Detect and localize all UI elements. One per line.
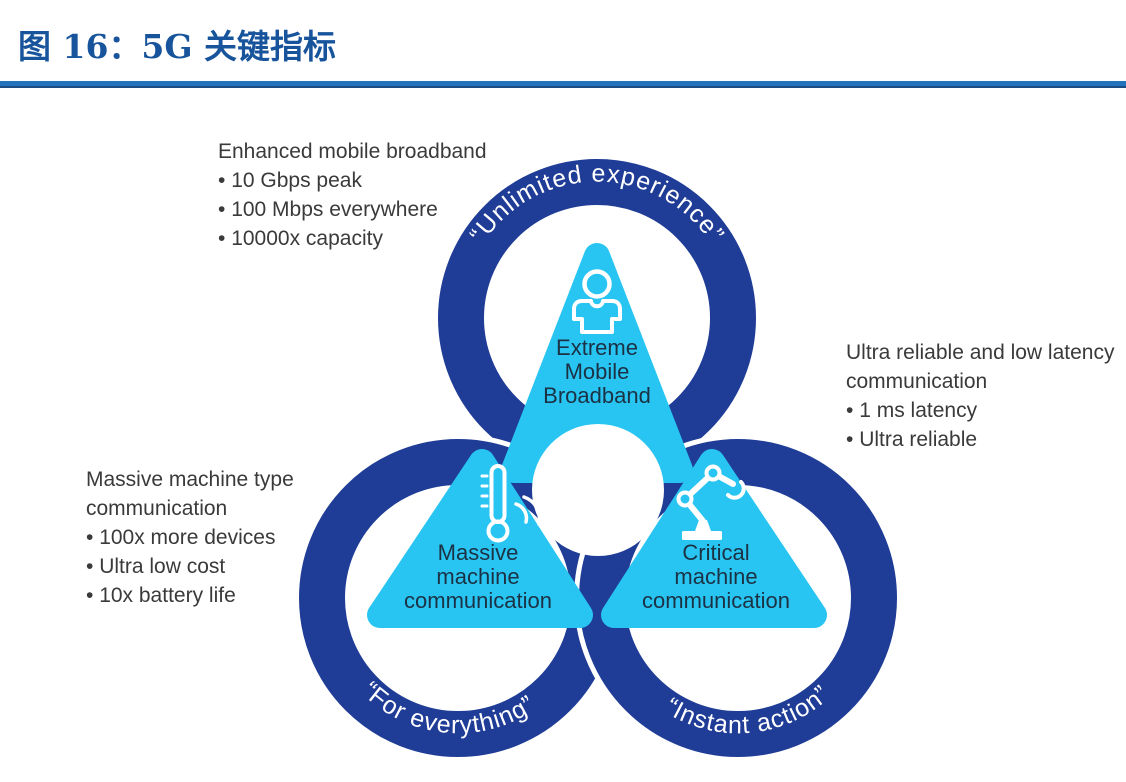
annotation-enhanced-mobile-broadband: Enhanced mobile broadband 10 Gbps peak 1… [218, 137, 518, 253]
svg-text:Critical: Critical [682, 540, 749, 565]
label-extreme-mobile-broadband: Extreme Mobile Broadband [543, 335, 651, 408]
title-divider [0, 81, 1126, 88]
annotation-bullet: 10000x capacity [218, 224, 518, 253]
annotation-bullet: Ultra low cost [86, 552, 306, 581]
annotation-title: Ultra reliable and low latency communica… [846, 341, 1115, 393]
annotation-title: Massive machine type communication [86, 468, 294, 520]
svg-text:machine: machine [436, 564, 519, 589]
svg-text:communication: communication [404, 588, 552, 613]
annotation-bullet: 1 ms latency [846, 396, 1126, 425]
annotation-bullet: Ultra reliable [846, 425, 1126, 454]
annotation-bullet: 100x more devices [86, 523, 306, 552]
person-icon [572, 269, 622, 334]
svg-text:communication: communication [642, 588, 790, 613]
annotation-ultra-reliable: Ultra reliable and low latency communica… [846, 338, 1126, 454]
annotation-bullet: 10x battery life [86, 581, 306, 610]
svg-text:Broadband: Broadband [543, 383, 651, 408]
annotation-title: Enhanced mobile broadband [218, 140, 487, 163]
figure-title: 图 16：5G 关键指标 [18, 27, 337, 66]
label-massive-machine: Massive machine communication [404, 540, 552, 613]
annotation-bullet: 10 Gbps peak [218, 166, 518, 195]
robot-arm-icon [676, 464, 746, 540]
svg-text:machine: machine [674, 564, 757, 589]
svg-text:Massive: Massive [438, 540, 519, 565]
label-critical-machine: Critical machine communication [642, 540, 790, 613]
svg-text:Mobile: Mobile [565, 359, 630, 384]
thermometer-icon [480, 464, 542, 543]
svg-text:Extreme: Extreme [556, 335, 638, 360]
center-circle [532, 424, 664, 556]
triangle-massive-machine [367, 449, 593, 628]
annotation-massive-machine: Massive machine type communication 100x … [86, 465, 306, 610]
annotation-bullet: 100 Mbps everywhere [218, 195, 518, 224]
ring-instant-action [574, 434, 902, 762]
